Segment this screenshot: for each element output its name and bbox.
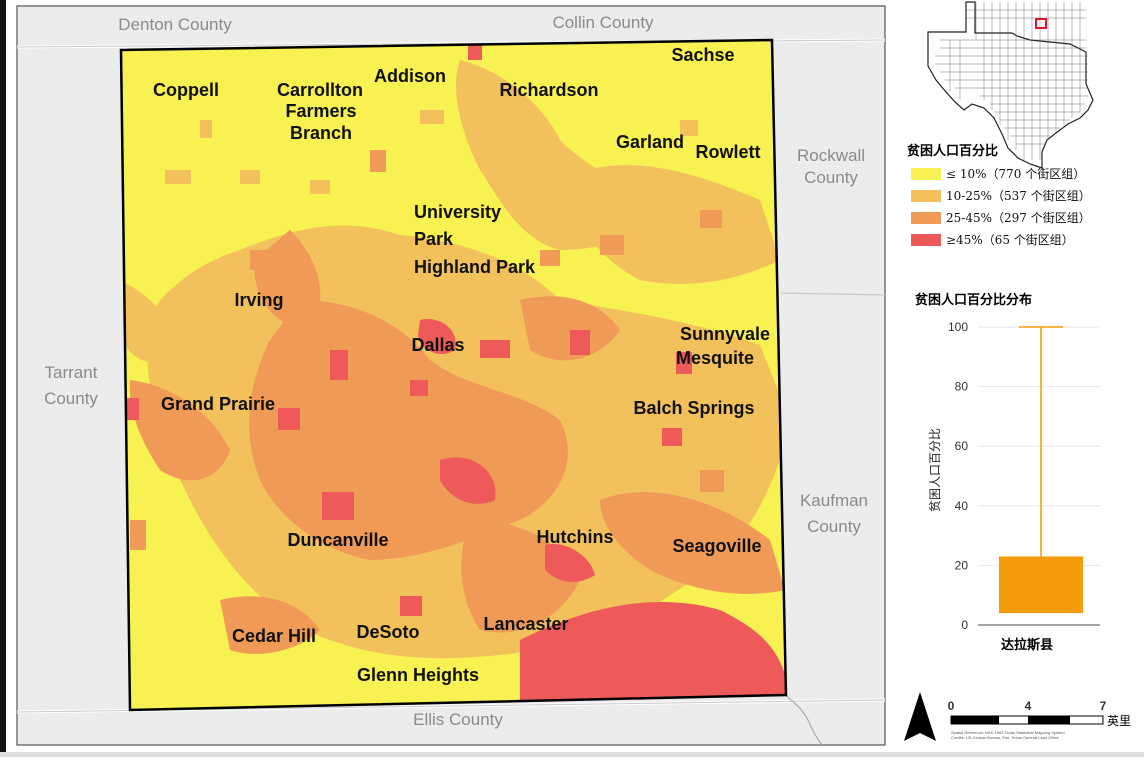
legend-label-high: ≥45%（65 个街区组） xyxy=(946,233,1074,247)
city-label-farmers: Farmers xyxy=(285,101,356,121)
county-label-collin: Collin County xyxy=(552,13,654,32)
texas-locator-inset xyxy=(927,1,1094,169)
city-label-university: University xyxy=(414,202,501,222)
city-label-park: Park xyxy=(414,229,454,249)
poverty-distribution-boxplot: 贫困人口百分比分布 贫困人口百分比 0 20 40 60 80 100 达拉斯县 xyxy=(915,292,1100,653)
city-label-seagoville: Seagoville xyxy=(672,536,761,556)
boxplot-category-label: 达拉斯县 xyxy=(1001,637,1053,653)
boxplot-tick-labels: 0 20 40 60 80 100 xyxy=(948,320,968,632)
legend-swatch-low xyxy=(911,168,941,180)
county-label-denton: Denton County xyxy=(118,15,232,34)
county-label-ellis: Ellis County xyxy=(413,710,503,729)
scale-unit-label: 英里 xyxy=(1107,714,1131,728)
legend-label-mid-high: 25-45%（297 个街区组） xyxy=(946,211,1091,225)
scale-tick-7: 7 xyxy=(1100,699,1107,713)
scale-tick-0: 0 xyxy=(948,699,955,713)
city-label-sachse: Sachse xyxy=(671,45,734,65)
scale-credits-line-2: Credits: US Census Bureau, Esri, Texas G… xyxy=(951,735,1059,740)
legend-label-low: ≤ 10%（770 个街区组） xyxy=(946,167,1085,181)
city-label-irving: Irving xyxy=(234,290,283,310)
legend-swatch-high xyxy=(911,234,941,246)
boxplot-y-tick-label: 0 xyxy=(961,618,968,632)
county-label-kaufman-2: County xyxy=(807,517,861,536)
city-label-highland-park: Highland Park xyxy=(414,257,536,277)
boxplot-title: 贫困人口百分比分布 xyxy=(915,292,1032,308)
county-label-rockwall-2: County xyxy=(804,168,858,187)
city-label-rowlett: Rowlett xyxy=(696,142,761,162)
legend-swatch-mid-high xyxy=(911,212,941,224)
boxplot-y-tick-label: 100 xyxy=(948,320,968,334)
city-label-sunnyvale: Sunnyvale xyxy=(680,324,770,344)
poverty-legend: 贫困人口百分比 ≤ 10%（770 个街区组） 10-25%（537 个街区组）… xyxy=(907,143,1091,247)
county-label-kaufman: Kaufman xyxy=(800,491,868,510)
dallas-county-locator-marker xyxy=(1035,18,1047,29)
city-label-grand-prairie: Grand Prairie xyxy=(161,394,275,414)
scale-tick-4: 4 xyxy=(1025,699,1032,713)
city-label-coppell: Coppell xyxy=(153,80,219,100)
boxplot-y-tick-label: 40 xyxy=(955,499,969,513)
city-label-glenn-heights: Glenn Heights xyxy=(357,665,479,685)
county-label-tarrant-2: County xyxy=(44,389,98,408)
legend-swatch-mid-low xyxy=(911,190,941,202)
city-label-duncanville: Duncanville xyxy=(287,530,388,550)
city-label-garland: Garland xyxy=(616,132,684,152)
county-labels: Denton County Collin County Rockwall Cou… xyxy=(44,13,868,729)
city-label-desoto: DeSoto xyxy=(357,622,420,642)
city-label-lancaster: Lancaster xyxy=(483,614,568,634)
boxplot-box xyxy=(999,556,1083,614)
north-arrow-icon xyxy=(904,692,936,741)
city-label-carrollton: Carrollton xyxy=(277,80,363,100)
dallas-county-choropleth xyxy=(121,40,786,710)
county-label-tarrant: Tarrant xyxy=(45,363,98,382)
city-label-balch-springs: Balch Springs xyxy=(633,398,754,418)
city-labels: Sachse Coppell Carrollton Farmers Branch… xyxy=(153,45,770,685)
city-label-richardson: Richardson xyxy=(499,80,598,100)
county-label-rockwall: Rockwall xyxy=(797,146,865,165)
city-label-cedar-hill: Cedar Hill xyxy=(232,626,316,646)
city-label-branch: Branch xyxy=(290,123,352,143)
scale-credits-line-1: Spatial Reference: NAD 1983 Texas Statew… xyxy=(951,730,1065,735)
boxplot-y-axis-label: 贫困人口百分比 xyxy=(927,428,942,512)
city-label-addison: Addison xyxy=(374,66,446,86)
legend-label-mid-low: 10-25%（537 个街区组） xyxy=(946,189,1091,203)
frame-bottom-border xyxy=(0,752,1144,757)
city-label-dallas: Dallas xyxy=(411,335,464,355)
city-label-mesquite: Mesquite xyxy=(676,348,754,368)
frame-left-border xyxy=(0,0,6,757)
boxplot-y-tick-label: 80 xyxy=(955,380,969,394)
scale-bar: 0 4 7 英里 Spatial Reference: NAD 1983 Tex… xyxy=(948,699,1131,740)
boxplot-y-tick-label: 20 xyxy=(955,558,969,572)
boxplot-y-tick-label: 60 xyxy=(955,439,969,453)
city-label-hutchins: Hutchins xyxy=(536,527,613,547)
dallas-county-boundary xyxy=(119,38,788,712)
legend-title: 贫困人口百分比 xyxy=(907,143,998,159)
